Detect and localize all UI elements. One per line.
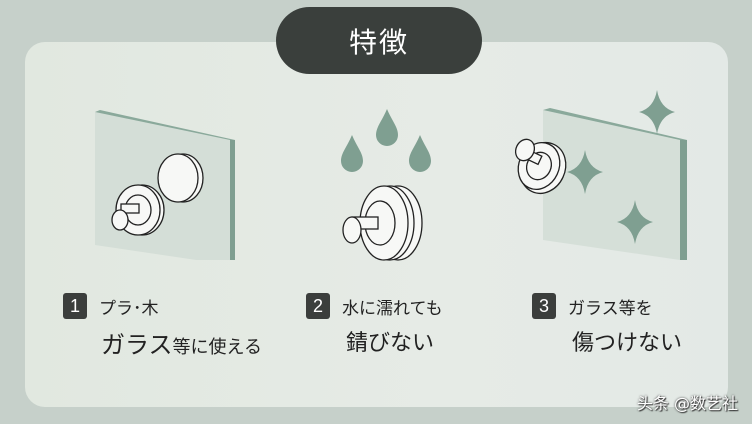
water-drop-icon bbox=[341, 109, 431, 172]
page-title: 特徴 bbox=[348, 25, 409, 59]
water-drops-illustration bbox=[341, 109, 431, 261]
sparkle-glass-illustration bbox=[514, 90, 687, 260]
title-pill: 特徴 bbox=[276, 7, 482, 74]
feature-line2-main: ガラス bbox=[101, 331, 173, 359]
feature-1: 1 プラ･木 ガラス等に使える bbox=[63, 293, 262, 360]
feature-3: 3 ガラス等を 傷つけない bbox=[532, 293, 682, 357]
feature-2: 2 水に濡れても 錆びない bbox=[306, 293, 443, 357]
number-badge: 1 bbox=[63, 293, 87, 319]
feature-line2-sub: 等に使える bbox=[172, 337, 262, 358]
feature-line2: 傷つけない bbox=[572, 331, 683, 356]
sparkle-icon bbox=[567, 90, 675, 244]
feature-line1: 水に濡れても bbox=[342, 298, 443, 319]
feature-line1: ガラス等を bbox=[568, 298, 653, 319]
feature-line2: 錆びない bbox=[346, 331, 435, 356]
feature-line1: プラ･木 bbox=[99, 298, 159, 319]
number-badge: 2 bbox=[306, 293, 330, 319]
watermark: 头条 @数艺社 bbox=[636, 394, 738, 413]
number-badge: 3 bbox=[532, 293, 556, 319]
hook-panel-illustration bbox=[95, 110, 235, 260]
